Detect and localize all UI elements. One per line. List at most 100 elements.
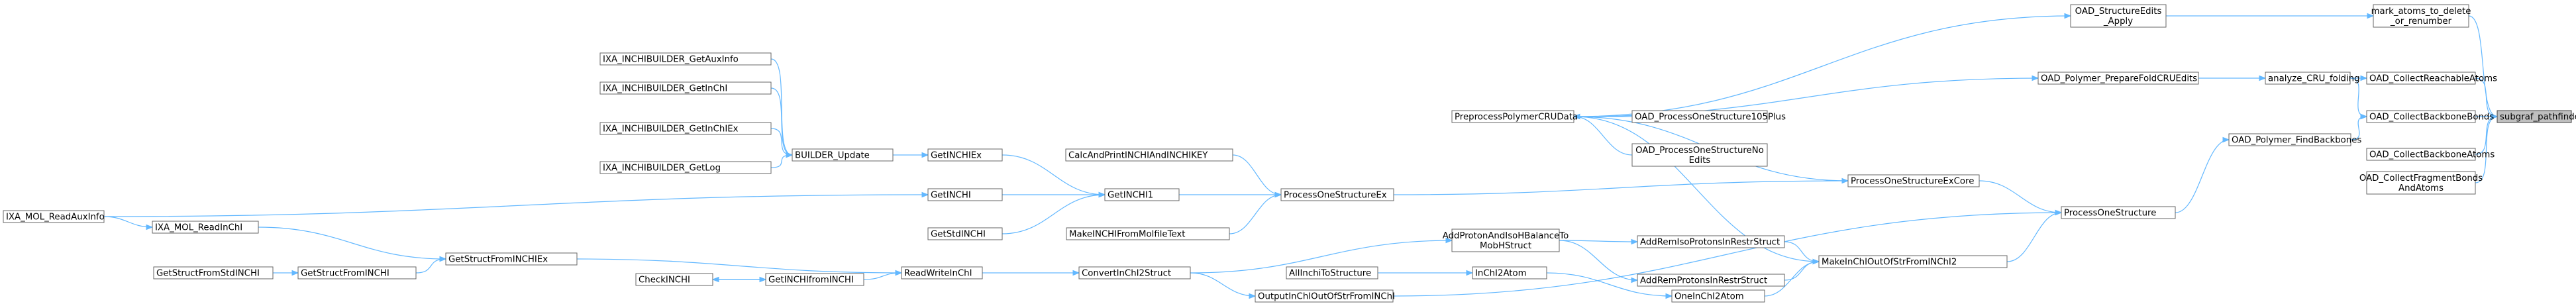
node-label: AddRemIsoProtonsInRestrStruct [1640,238,1780,248]
function-node[interactable]: ConvertInChI2Struct [1078,266,1191,279]
arrowhead-icon [2491,113,2499,120]
edge-line [1546,272,1673,297]
arrowhead-icon [1631,238,1639,245]
edge-line [1229,194,1282,234]
function-node[interactable]: IXA_INCHIBUILDER_GetInChI [599,81,772,95]
function-node[interactable]: MakeINCHIFromMolfileText [1066,227,1230,240]
function-node[interactable]: ProcessOneStructure [2061,206,2176,219]
node-box [2366,110,2476,123]
edge-n35-to-n31 [576,258,903,276]
node-box [1286,266,1378,279]
function-node[interactable]: InChI2Atom [1472,266,1547,279]
node-label: IXA_MOL_ReadInChI [155,223,242,233]
function-node[interactable]: BUILDER_Update [792,148,894,162]
function-node[interactable]: GetStructFromStdINCHI [153,266,274,279]
edge-n17-to-n14 [1393,177,1849,195]
function-node[interactable]: PreprocessPolymerCRUData [1451,110,1578,123]
function-node[interactable]: IXA_MOL_ReadAuxInfo [3,210,105,223]
arrowhead-icon [711,276,719,283]
edge-n10-to-n8 [2175,136,2230,213]
node-label: subgraf_pathfinder_free [2500,113,2576,123]
edge-line [1190,272,1256,297]
function-node[interactable]: AllInchiToStructure [1286,266,1378,279]
node-box [927,148,1003,162]
function-node[interactable]: OAD_Polymer_PrepareFoldCRUEdits [2037,72,2199,85]
function-node[interactable]: OAD_CollectReachableAtoms [2366,72,2497,85]
node-label: GetINCHIEx [931,151,982,161]
function-node[interactable]: OAD_ProcessOneStructure105Plus [1631,110,1786,123]
node-label: OneInChI2Atom [1674,292,1744,302]
node-box [152,221,259,234]
arrowhead-icon [2367,13,2375,19]
edge-n26-to-n21 [1190,237,1453,274]
edge-n7-to-n2 [2350,75,2368,81]
function-node[interactable]: MakeInChIOutOfStrFromINChI2 [1818,255,2008,268]
node-label: ProcessOneStructureEx [1284,191,1387,201]
node-label: IXA_INCHIBUILDER_GetInChIEx [603,125,739,134]
function-node[interactable]: IXA_INCHIBUILDER_GetInChIEx [599,122,772,135]
function-node[interactable]: CheckINCHI [635,273,713,286]
function-node[interactable]: GetINCHIEx [927,148,1003,162]
function-node[interactable]: mark_atoms_to_delete_or_renumber [2371,4,2471,28]
function-node[interactable]: OutputInChIOutOfStrFromINChI [1255,289,1395,303]
node-label: OAD_CollectReachableAtoms [2369,74,2497,84]
function-node[interactable]: OAD_CollectBackboneBonds [2366,110,2494,123]
function-node[interactable]: AddRemIsoProtonsInRestrStruct [1637,235,1785,248]
function-node[interactable]: GetStructFromINCHIEx [445,252,578,266]
function-node[interactable]: GetStdINCHI [927,227,1003,240]
arrowhead-icon [1812,258,1820,265]
node-box [2070,4,2167,28]
node-box [2228,133,2351,146]
node-box [2366,171,2476,195]
edge-n8-to-n3 [2350,113,2368,140]
edge-n28-to-n24 [1002,154,1106,198]
node-box [2061,206,2176,219]
edge-line [1392,212,2062,297]
edge-line [1784,241,1820,262]
node-box [1472,266,1547,279]
function-node[interactable]: IXA_INCHIBUILDER_GetAuxInfo [599,52,772,66]
function-node[interactable]: CalcAndPrintINCHIAndINCHIKEY [1065,148,1233,162]
node-label: GetINCHI [931,191,971,201]
function-node[interactable]: OAD_CollectBackboneAtoms [2366,148,2495,161]
node-label: GetStructFromStdINCHI [156,269,260,279]
function-node[interactable]: analyze_CRU_folding [2265,72,2360,85]
edge-n6-to-n1 [2166,13,2375,19]
edge-line [1393,180,1849,195]
function-node[interactable]: OAD_Polymer_FindBackbones [2228,133,2361,146]
node-box [765,273,864,286]
edge-line [103,194,929,217]
function-node[interactable]: GetINCHI1 [1104,188,1180,201]
root-node: subgraf_pathfinder_free [2497,110,2576,123]
arrowhead-icon [1572,113,1580,120]
node-box [297,266,417,279]
edge-n31-to-n26 [982,270,1080,276]
function-node[interactable]: OAD_StructureEdits_Apply [2070,4,2167,28]
function-node[interactable]: OneInChI2Atom [1671,289,1765,303]
function-node[interactable]: GetINCHI [927,188,1003,201]
function-node[interactable]: ProcessOneStructureExCore [1847,174,1980,187]
node-box [1631,110,1768,123]
function-node[interactable]: GetINCHIfromINCHI [765,273,864,286]
edge-line [2006,212,2062,262]
function-node[interactable]: GetStructFromINCHI [297,266,417,279]
arrowhead-icon [786,152,794,158]
arrowhead-icon [2032,75,2039,81]
edge-line [2349,77,2367,117]
edge-line [258,227,446,260]
node-box [927,227,1003,240]
function-node[interactable]: ProcessOneStructureEx [1280,188,1394,201]
edge-n32-to-n28 [893,152,929,158]
function-node[interactable]: IXA_INCHIBUILDER_GetLog [599,161,772,174]
edge-line [770,87,793,156]
node-label: OAD_CollectBackboneBonds [2369,113,2494,123]
function-node[interactable]: ReadWriteInChI [901,266,983,279]
function-node[interactable]: AddRemProtonsInRestrStruct [1637,274,1785,287]
node-label: GetStdINCHI [931,230,986,240]
edge-n27-to-n22 [1378,270,1474,276]
node-box [1078,266,1191,279]
function-node[interactable]: IXA_MOL_ReadInChI [152,221,259,234]
